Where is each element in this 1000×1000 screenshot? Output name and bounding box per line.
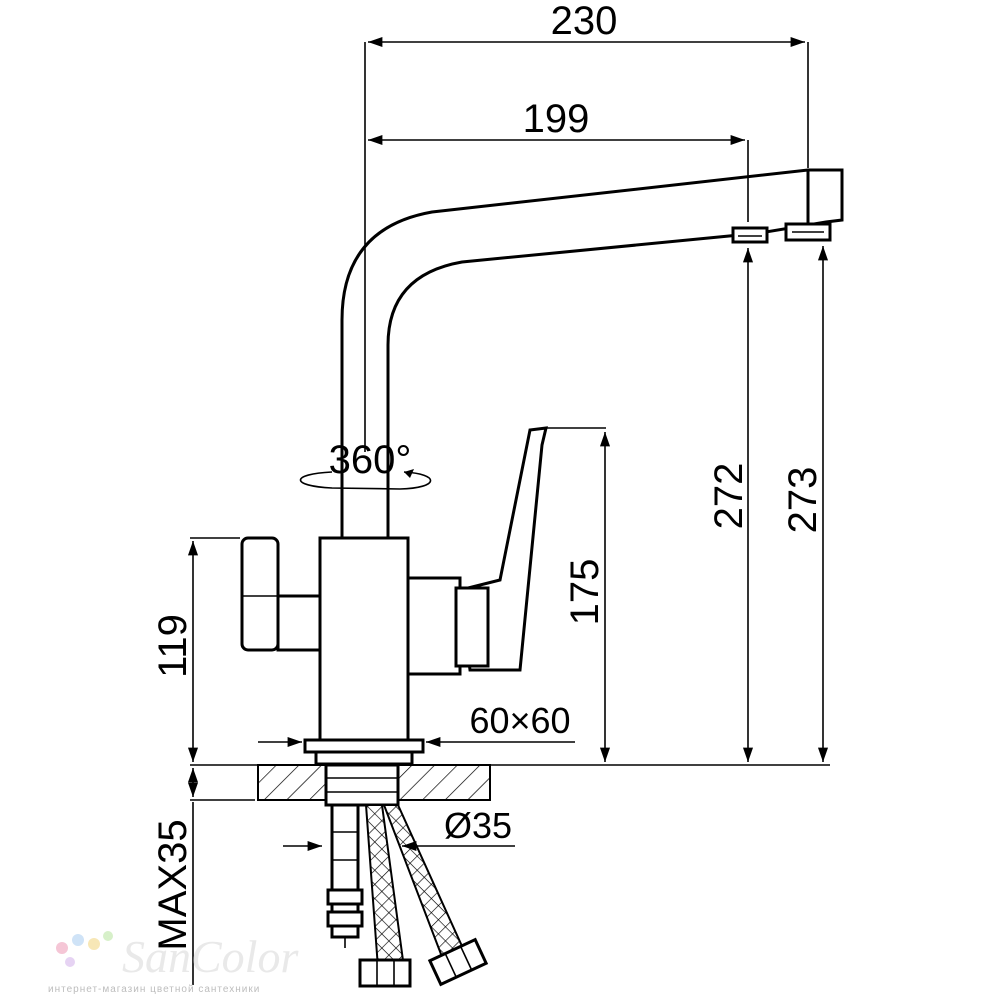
dim-273-label: 273: [781, 467, 825, 534]
dim-175-label: 175: [563, 559, 607, 626]
brand-dots-icon: [56, 931, 113, 967]
stud-nut-1: [326, 888, 364, 906]
stud-nut-2: [326, 910, 364, 928]
dim-199-label: 199: [523, 97, 590, 141]
dim-lever-height: 175: [563, 432, 611, 762]
base-plate: [303, 738, 425, 754]
dim-hole-diameter: Ø35: [283, 805, 515, 852]
dim-spout-reach: 199: [368, 97, 749, 222]
dim-60x60-label: 60×60: [469, 700, 570, 741]
dim-overall-reach: 230: [368, 0, 809, 168]
rotation-indicator: [299, 42, 432, 490]
countertop: [190, 764, 830, 801]
aerator-1: [731, 226, 769, 244]
base-ring: [314, 750, 414, 766]
mounting-nut: [324, 763, 400, 807]
hose-nut-right: [427, 937, 489, 987]
dim-max-thickness: MAX35: [151, 768, 199, 985]
dim-height-273: 273: [781, 245, 829, 762]
brand-watermark: SanColor интернет-магазин цветной сантех…: [48, 931, 299, 995]
dim-side-handle-height: 119: [151, 537, 240, 762]
body-column: [318, 536, 410, 742]
side-handle-stem: [276, 594, 322, 652]
side-handle: [240, 536, 322, 652]
brand-tagline: интернет-магазин цветной сантехники: [48, 984, 260, 995]
dim-max35-label: MAX35: [151, 819, 195, 950]
dim-base-size: 60×60: [258, 700, 575, 748]
spout: [340, 168, 844, 540]
dim-height-272: 272: [707, 247, 754, 762]
dim-230-label: 230: [551, 0, 618, 43]
rotation-label: 360°: [329, 438, 412, 482]
main-lever: [454, 426, 606, 672]
dim-272-label: 272: [707, 463, 751, 530]
body-side-block: [406, 576, 462, 676]
dim-d35-label: Ø35: [444, 805, 512, 846]
lever-hub: [454, 586, 490, 668]
brand-name: SanColor: [122, 931, 299, 982]
dim-119-label: 119: [151, 614, 195, 678]
faucet-body: [303, 536, 462, 766]
hose-nut-left: [358, 958, 412, 988]
side-handle-grip: [240, 536, 280, 652]
